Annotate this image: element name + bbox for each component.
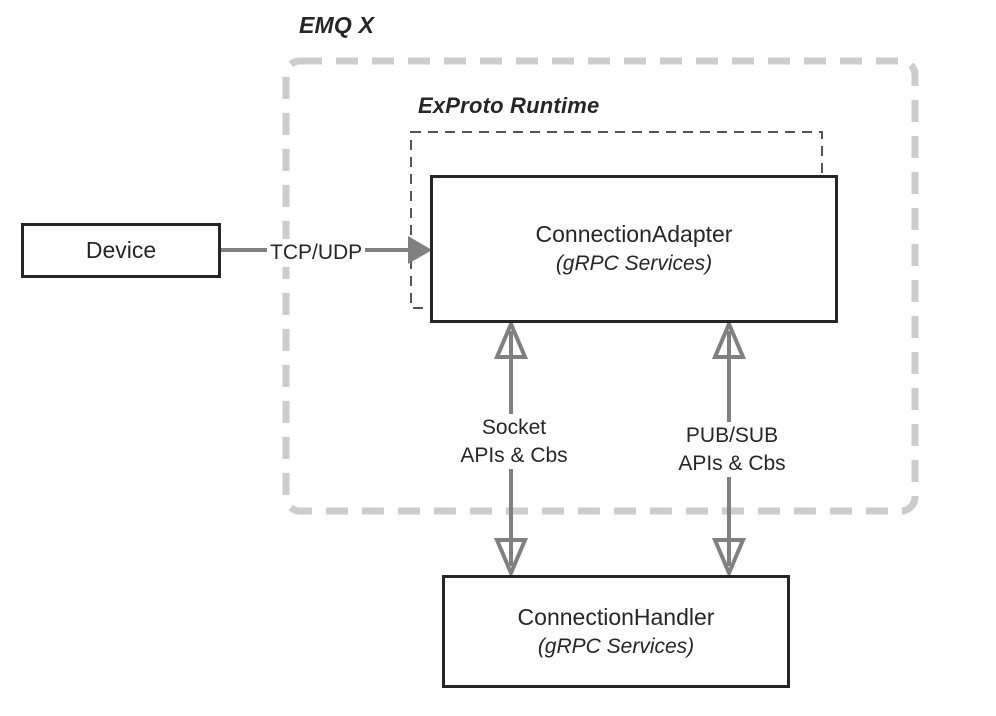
exproto-group-title: ExProto Runtime (418, 93, 600, 118)
edge-label-socket-apis: Socket APIs & Cbs (448, 414, 580, 470)
node-connection-handler-title: ConnectionHandler (517, 603, 715, 630)
edge-label-pubsub-apis-line1: PUB/SUB (685, 424, 779, 447)
socket-apis-arrowhead-up (493, 318, 529, 359)
node-device-title: Device (85, 236, 157, 263)
emqx-group-boundary (282, 57, 919, 515)
edge-label-socket-apis-line2: APIs & Cbs (460, 443, 568, 467)
node-connection-adapter[interactable]: ConnectionAdapter (gRPC Services) (430, 175, 838, 323)
node-device[interactable]: Device (21, 223, 221, 278)
pubsub-apis-arrowhead-up (711, 318, 747, 359)
node-connection-handler[interactable]: ConnectionHandler (gRPC Services) (442, 575, 790, 688)
edge-label-pubsub-apis-line2: APIs & Cbs (678, 451, 786, 475)
emqx-group-title: EMQ X (299, 12, 375, 38)
edge-label-pubsub-apis: PUB/SUB APIs & Cbs (666, 422, 798, 478)
socket-apis-arrowhead-down (493, 538, 529, 579)
node-connection-adapter-title: ConnectionAdapter (535, 221, 733, 248)
pubsub-apis-arrowhead-down (711, 538, 747, 579)
device-to-adapter-arrowhead (408, 236, 432, 264)
edge-label-socket-apis-line1: Socket (481, 416, 547, 439)
node-connection-adapter-subtitle: (gRPC Services) (555, 252, 713, 276)
edge-label-tcp-udp: TCP/UDP (267, 239, 366, 267)
node-connection-handler-subtitle: (gRPC Services) (537, 634, 695, 658)
